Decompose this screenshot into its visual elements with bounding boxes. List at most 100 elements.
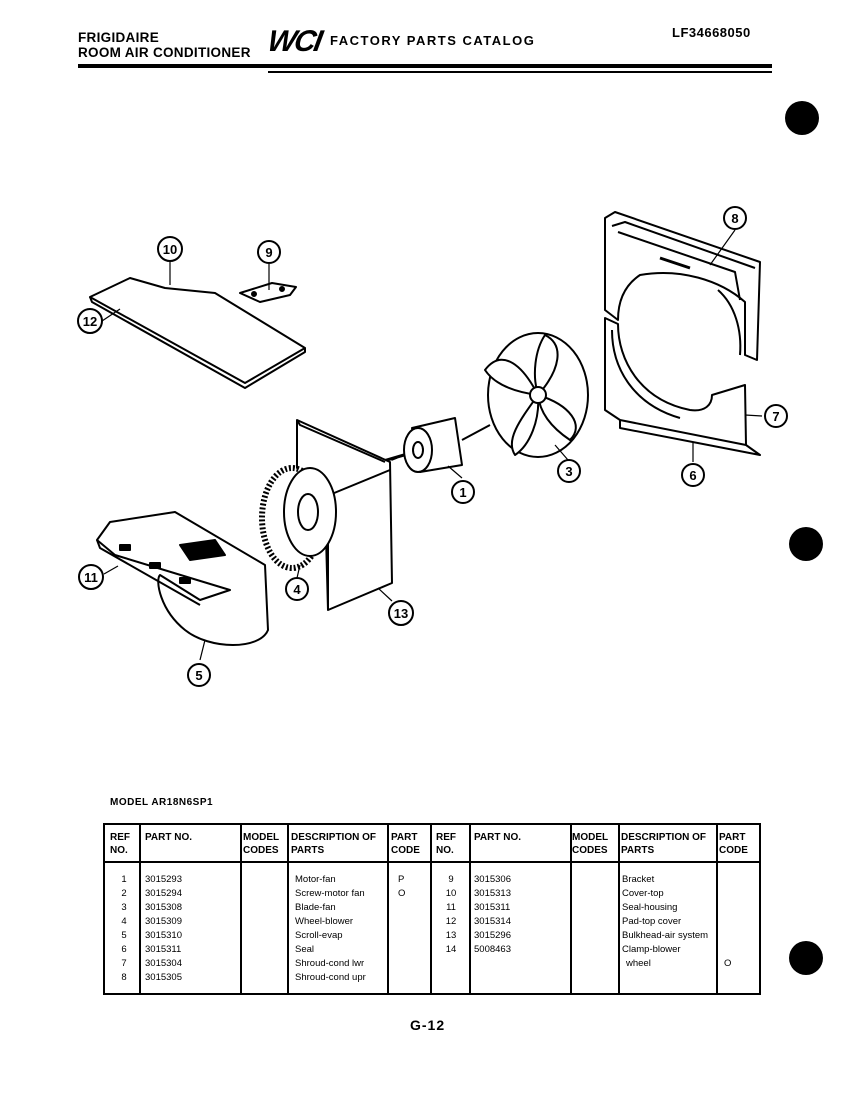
header-part-no: PART NO. xyxy=(474,832,522,843)
page-number: G-12 xyxy=(410,1017,446,1033)
callout-numbers xyxy=(77,206,788,687)
brand-header: FRIGIDAIRE ROOM AIR CONDITIONER xyxy=(78,30,251,60)
header-part-no: PART NO. xyxy=(145,832,193,843)
code-column-right: O xyxy=(724,873,731,971)
table-cell: 8 xyxy=(121,972,127,983)
table-cell: Shroud-cond upr xyxy=(295,972,366,983)
table-cell: 3015296 xyxy=(474,930,511,941)
callout-6: 6 xyxy=(689,468,696,483)
header-description: DESCRIPTION OF PARTS xyxy=(621,832,707,856)
bracket xyxy=(239,282,297,303)
table-cell: 5008463 xyxy=(474,944,511,955)
table-cell: Pad-top cover xyxy=(622,916,682,927)
model-number: MODEL AR18N6SP1 xyxy=(110,797,214,808)
table-cell: P xyxy=(398,874,405,885)
callout-11: 11 xyxy=(84,570,98,585)
callout-5: 5 xyxy=(195,668,202,683)
callout-3: 3 xyxy=(565,464,572,479)
callout-10: 10 xyxy=(163,242,177,257)
table-cell: 11 xyxy=(446,902,456,913)
callout-12: 12 xyxy=(83,314,97,329)
table-cell: Wheel-blower xyxy=(295,916,354,927)
callout-1: 1 xyxy=(459,485,466,500)
table-cell: 13 xyxy=(445,930,457,941)
code-column-left: P O xyxy=(398,873,405,901)
punch-hole-bottom xyxy=(789,941,823,975)
catalog-title: FACTORY PARTS CATALOG xyxy=(330,33,536,48)
table-cell: 3015310 xyxy=(145,930,182,941)
table-cell: Seal xyxy=(295,944,315,955)
col-divider xyxy=(240,825,242,993)
table-cell: 3015313 xyxy=(474,888,511,899)
table-cell: 2 xyxy=(121,888,127,899)
table-cell: Scroll-evap xyxy=(295,930,343,941)
fan-blade xyxy=(484,332,589,458)
table-cell: wheel xyxy=(626,958,651,969)
table-cell: O xyxy=(724,958,732,969)
callout-4: 4 xyxy=(293,582,301,597)
table-cell: Shroud-cond lwr xyxy=(295,958,365,969)
header-model-codes: MODEL CODES xyxy=(572,832,608,856)
header-rule-thin xyxy=(268,71,772,73)
exploded-parts-diagram: 10 9 12 8 7 6 3 1 4 13 11 5 xyxy=(77,206,788,687)
col-divider xyxy=(139,825,141,993)
top-cover-pad xyxy=(89,277,306,389)
table-cell: Blade-fan xyxy=(295,902,336,913)
table-cell: 3015304 xyxy=(145,958,182,969)
table-cell: 6 xyxy=(121,944,127,955)
product-line: ROOM AIR CONDITIONER xyxy=(78,45,251,60)
table-cell: Motor-fan xyxy=(295,874,336,885)
table-cell: 3015294 xyxy=(145,888,182,899)
scroll-evap xyxy=(96,511,269,646)
col-divider xyxy=(469,825,471,993)
col-divider xyxy=(430,825,432,993)
table-cell: 4 xyxy=(121,916,127,927)
header-ref-no: REF NO. xyxy=(110,832,130,856)
table-cell: 3015306 xyxy=(474,874,511,885)
blower-wheel xyxy=(259,465,337,571)
col-divider xyxy=(287,825,289,993)
header-rule xyxy=(78,64,772,68)
callout-8: 8 xyxy=(731,211,738,226)
shroud-upper xyxy=(604,211,761,361)
fan-motor xyxy=(379,417,491,473)
table-cell: Seal-housing xyxy=(622,902,678,913)
header-model-codes: MODEL CODES xyxy=(243,832,279,856)
table-cell: Bracket xyxy=(622,874,655,885)
table-cell: 5 xyxy=(121,930,127,941)
table-cell: Clamp-blower xyxy=(622,944,681,955)
punch-hole-middle xyxy=(789,527,823,561)
part-column-right: 3015306 3015313 3015311 3015314 3015296 … xyxy=(474,873,511,957)
header-part-code: PART CODE xyxy=(719,832,748,856)
callout-13: 13 xyxy=(394,606,408,621)
table-cell: 3015305 xyxy=(145,972,182,983)
table-cell: 3 xyxy=(121,902,127,913)
table-cell: 3015293 xyxy=(145,874,182,885)
table-cell: 10 xyxy=(445,888,457,899)
catalog-code: LF34668050 xyxy=(672,25,751,40)
col-divider xyxy=(618,825,620,993)
table-cell: 14 xyxy=(445,944,457,955)
shroud-lower xyxy=(604,317,761,456)
ref-column-left: 1 2 3 4 5 6 7 8 xyxy=(119,873,129,985)
table-cell: 3015309 xyxy=(145,916,182,927)
header-ref-no: REF NO. xyxy=(436,832,456,856)
table-cell: 3015314 xyxy=(474,916,511,927)
punch-hole-top xyxy=(785,101,819,135)
table-cell: 3015311 xyxy=(145,944,182,955)
table-cell: 3015308 xyxy=(145,902,182,913)
brand-name: FRIGIDAIRE xyxy=(78,30,160,45)
table-cell: O xyxy=(398,888,406,899)
table-cell: Screw-motor fan xyxy=(295,888,365,899)
table-header-rule xyxy=(105,861,759,863)
table-cell: 9 xyxy=(448,874,454,885)
description-column-left: Motor-fan Screw-motor fan Blade-fan Whee… xyxy=(295,873,366,985)
table-cell: 12 xyxy=(445,916,457,927)
col-divider xyxy=(570,825,572,993)
col-divider xyxy=(716,825,718,993)
ref-column-right: 9 10 11 12 13 14 xyxy=(439,873,463,957)
description-column-right: Bracket Cover-top Seal-housing Pad-top c… xyxy=(622,873,708,971)
table-cell: 3015311 xyxy=(474,902,511,913)
table-cell: 7 xyxy=(121,958,127,969)
parts-table: REF NO. PART NO. MODEL CODES DESCRIPTION… xyxy=(103,823,761,995)
